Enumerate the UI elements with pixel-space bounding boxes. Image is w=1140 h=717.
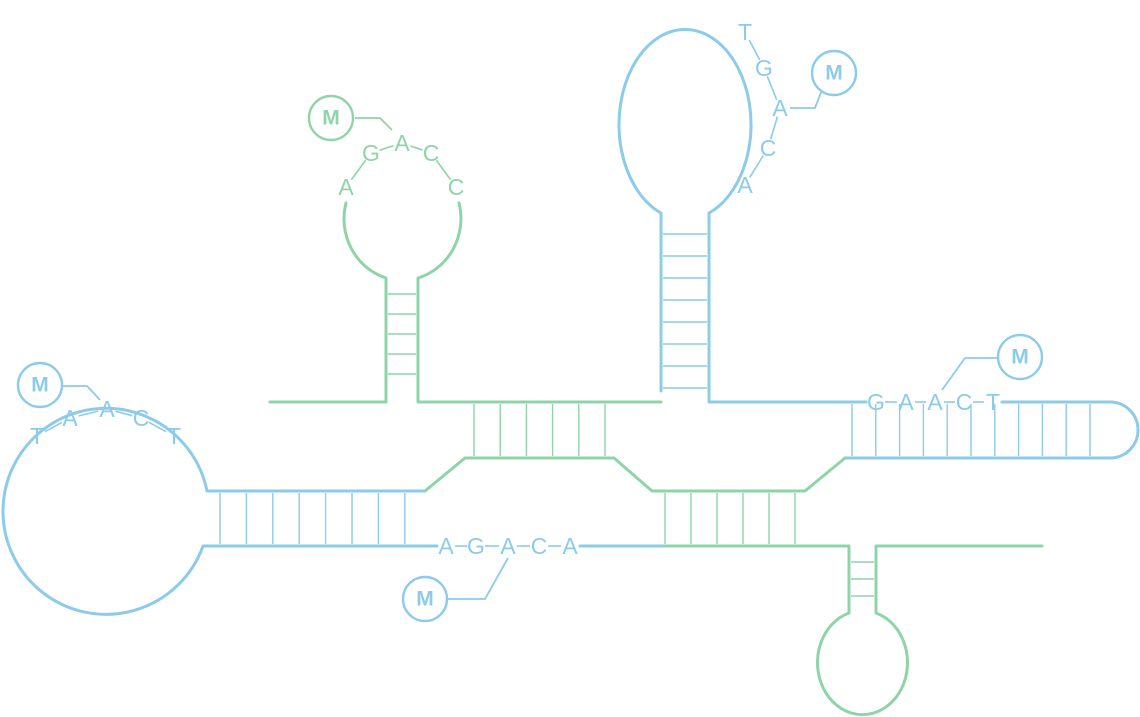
blue-strands bbox=[1, 28, 1140, 616]
nucleotide-letter: G bbox=[755, 55, 773, 81]
nucleotide-letter: A bbox=[62, 405, 78, 431]
modification-label: M bbox=[416, 588, 434, 611]
nucleotide-link bbox=[749, 155, 764, 178]
top-left-hairpin-strand-b bbox=[416, 201, 663, 404]
nucleotide-letter: T bbox=[30, 423, 44, 449]
nucleotide-link bbox=[748, 39, 761, 61]
modification-label: M bbox=[322, 107, 340, 130]
nucleotide-link bbox=[379, 145, 394, 151]
leader-line bbox=[355, 117, 393, 131]
modification-marker-bottom: M bbox=[401, 557, 509, 623]
nucleotide-link bbox=[350, 159, 367, 181]
leader-line bbox=[447, 557, 509, 600]
modification-circle bbox=[307, 94, 355, 142]
top-right-hairpin-strand bbox=[617, 28, 868, 404]
green-strands bbox=[268, 201, 1044, 717]
right-hairpin-strand bbox=[843, 400, 1140, 460]
modification-circle bbox=[16, 361, 64, 409]
nucleotide-link bbox=[148, 421, 167, 433]
modification-marker-left: M bbox=[16, 361, 101, 409]
leader-line bbox=[790, 89, 823, 109]
nucleotide-link bbox=[769, 116, 779, 140]
nucleotide-letter: A bbox=[927, 389, 943, 415]
nucleotide-letter: A bbox=[898, 389, 914, 415]
nucleotide-letter: A bbox=[99, 396, 115, 422]
nucleotide-letter: T bbox=[738, 19, 752, 45]
nucleotide-letter: C bbox=[531, 533, 548, 559]
nucleotide-letter: C bbox=[956, 389, 973, 415]
nucleotide-letter: C bbox=[133, 405, 150, 431]
modification-marker-top-left: M bbox=[307, 94, 393, 142]
nucleotide-letter: A bbox=[338, 174, 354, 200]
nucleotide-letter: C bbox=[423, 140, 440, 166]
nucleotide-letter: A bbox=[772, 95, 788, 121]
top-left-hairpin-strand bbox=[268, 201, 388, 404]
modification-label: M bbox=[1011, 346, 1029, 369]
modification-label: M bbox=[825, 62, 843, 85]
nucleotide-link bbox=[435, 159, 452, 181]
modification-circle bbox=[996, 333, 1044, 381]
nucleotide-link bbox=[78, 410, 99, 417]
modification-markers: M M M M M bbox=[16, 49, 1044, 623]
nucleotide-link bbox=[115, 410, 133, 417]
nucleotide-link bbox=[410, 145, 423, 151]
nucleotide-letter: T bbox=[167, 423, 181, 449]
nucleotide-letter: A bbox=[500, 533, 516, 559]
modification-label: M bbox=[31, 374, 49, 397]
modification-circle bbox=[810, 49, 858, 97]
nucleotide-letter: G bbox=[867, 389, 885, 415]
nucleotide-letter: A bbox=[562, 533, 578, 559]
nucleotide-letter: A bbox=[394, 130, 410, 156]
nucleotide-letter: C bbox=[448, 174, 465, 200]
bottom-green-strand bbox=[663, 544, 1044, 717]
left-hairpin-loop-strand bbox=[1, 406, 439, 616]
leader-line bbox=[62, 385, 101, 401]
nucleotide-letter: G bbox=[467, 533, 485, 559]
nucleotide-letter: T bbox=[986, 389, 1000, 415]
nucleotide-link bbox=[44, 421, 63, 433]
nucleotide-letter: G bbox=[362, 140, 380, 166]
nucleotide-link bbox=[766, 76, 778, 100]
leader-line bbox=[941, 357, 998, 391]
base-pair-rungs bbox=[219, 233, 1091, 597]
central-green-strand bbox=[423, 456, 847, 493]
nucleotide-letter: A bbox=[737, 172, 753, 198]
nucleotide-letter: C bbox=[760, 135, 777, 161]
nucleotide-letter: A bbox=[438, 533, 454, 559]
modification-marker-top-right: M bbox=[790, 49, 858, 109]
modification-marker-right: M bbox=[941, 333, 1044, 391]
modification-circle bbox=[401, 575, 449, 623]
